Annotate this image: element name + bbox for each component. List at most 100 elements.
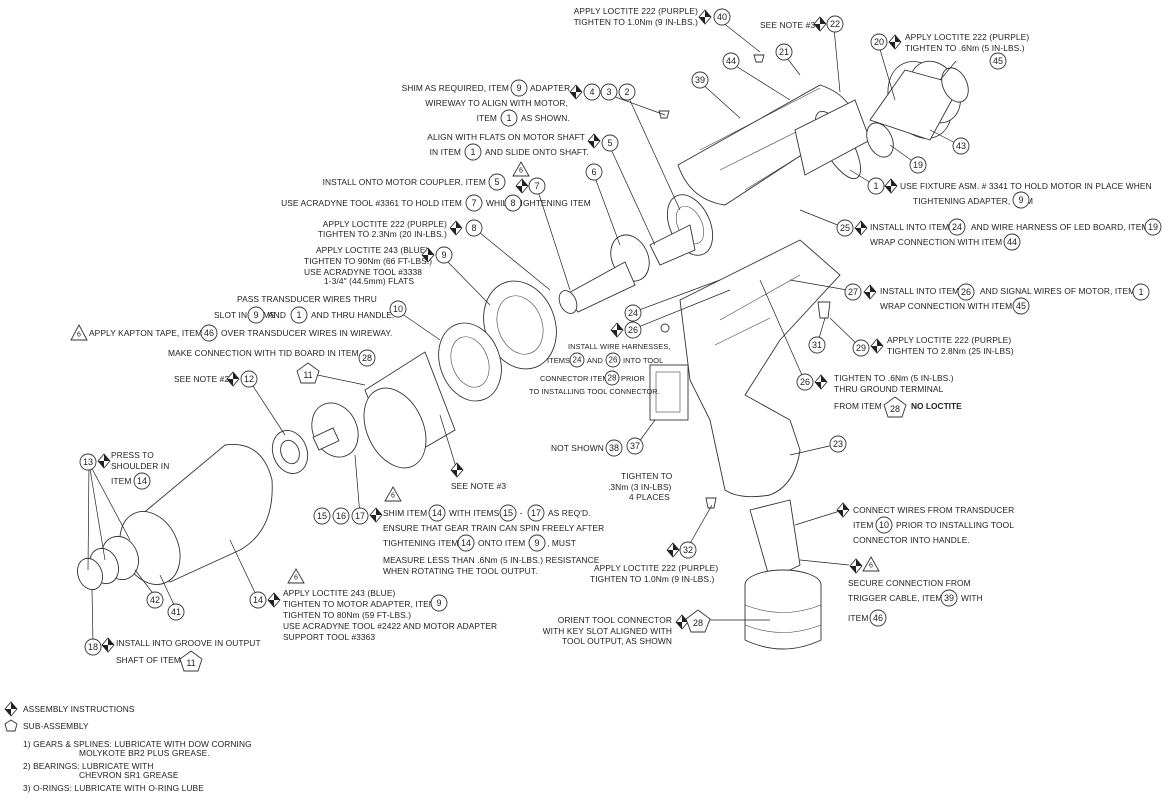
callout-31	[808, 336, 826, 354]
svg-text:4 PLACES: 4 PLACES	[629, 492, 670, 502]
note-25: 25 INSTALL INTO ITEM 24 AND WIRE HARNESS…	[836, 218, 1162, 251]
svg-text:APPLY LOCTITE 222 (PURPLE): APPLY LOCTITE 222 (PURPLE)	[887, 335, 1011, 345]
svg-text:INTO TOOL: INTO TOOL	[623, 356, 663, 365]
note-2-line-1: 2) BEARINGS: LUBRICATE WITH	[23, 761, 154, 771]
svg-text:9: 9	[253, 310, 258, 320]
legend-assembly-label: ASSEMBLY INSTRUCTIONS	[23, 704, 135, 714]
svg-text:SEE NOTE #2: SEE NOTE #2	[174, 374, 229, 384]
callout-25	[836, 219, 854, 237]
svg-text:PRESS TO: PRESS TO	[111, 450, 154, 460]
svg-text:6: 6	[869, 563, 873, 570]
svg-text:APPLY KAPTON TAPE, ITEM: APPLY KAPTON TAPE, ITEM	[89, 328, 202, 338]
svg-text:1-3/4" (44.5mm) FLATS: 1-3/4" (44.5mm) FLATS	[324, 276, 414, 286]
instruction-diamond-icon	[369, 507, 383, 523]
svg-text:TIGHTEN TO 90Nm (66 FT-LBS.): TIGHTEN TO 90Nm (66 FT-LBS.)	[304, 256, 432, 266]
note-39-line-1: APPLY LOCTITE 222 (PURPLE)	[574, 6, 698, 16]
callout-34	[952, 137, 970, 155]
svg-text:19: 19	[1148, 222, 1158, 232]
svg-text:8: 8	[510, 198, 515, 208]
note-18: 18 INSTALL INTO GROOVE IN OUTPUT SHAFT O…	[84, 637, 261, 672]
svg-text:40: 40	[717, 12, 727, 22]
svg-text:ITEMS: ITEMS	[547, 356, 570, 365]
svg-text:ITEM: ITEM	[848, 613, 868, 623]
svg-text:9: 9	[534, 538, 539, 548]
note-20-line-2: TIGHTEN TO .6Nm (5 IN-LBS.)	[905, 43, 1025, 53]
svg-text:5: 5	[607, 138, 612, 148]
svg-text:SLOT IN ITEMS: SLOT IN ITEMS	[214, 310, 276, 320]
callout-24	[624, 304, 642, 322]
svg-text:TIGHTEN TO 1.0Nm (9 IN-LBS.): TIGHTEN TO 1.0Nm (9 IN-LBS.)	[590, 574, 715, 584]
note-3-line-1: 3) O-RINGS: LUBRICATE WITH O-RING LUBE	[23, 783, 204, 793]
callout-6	[585, 163, 603, 181]
svg-text:FROM ITEM: FROM ITEM	[834, 401, 882, 411]
callout-13	[79, 453, 97, 471]
svg-text:INSTALL WIRE HARNESSES,: INSTALL WIRE HARNESSES,	[568, 342, 671, 351]
svg-text:24: 24	[952, 222, 962, 232]
svg-text:AS REQ'D.: AS REQ'D.	[548, 508, 591, 518]
tool-connector-drawing	[744, 499, 822, 650]
svg-text:9: 9	[516, 83, 521, 93]
svg-text:14: 14	[432, 508, 442, 518]
svg-text:TIGHTENING ADAPTER, ITEM: TIGHTENING ADAPTER, ITEM	[913, 196, 1033, 206]
svg-text:28: 28	[362, 353, 372, 363]
svg-text:14: 14	[253, 595, 263, 605]
screw-drawings	[658, 54, 831, 509]
svg-text:5: 5	[494, 177, 499, 187]
svg-text:32: 32	[683, 545, 693, 555]
instruction-diamond-icon	[587, 133, 601, 149]
svg-text:15: 15	[503, 508, 513, 518]
svg-text:APPLY LOCTITE 243 (BLUE): APPLY LOCTITE 243 (BLUE)	[316, 245, 429, 255]
instruction-diamond-icon	[813, 16, 827, 32]
svg-text:CONNECTOR INTO HANDLE.: CONNECTOR INTO HANDLE.	[853, 535, 970, 545]
svg-text:ITEM: ITEM	[111, 476, 131, 486]
callout-21	[775, 43, 793, 61]
motor-housing-drawing	[677, 84, 871, 206]
gear-housing-drawing	[438, 280, 557, 402]
svg-text:APPLY LOCTITE 222 (PURPLE): APPLY LOCTITE 222 (PURPLE)	[594, 563, 718, 573]
svg-text:WRAP CONNECTION WITH ITEM: WRAP CONNECTION WITH ITEM	[880, 301, 1012, 311]
note-10-connect: CONNECT WIRES FROM TRANSDUCER ITEM 10 PR…	[836, 502, 1014, 545]
svg-text:41: 41	[171, 607, 181, 617]
instruction-diamond-icon	[870, 338, 884, 354]
note-8: APPLY LOCTITE 222 (PURPLE) TIGHTEN TO 2.…	[318, 219, 483, 239]
output-housing-drawing	[77, 443, 273, 591]
svg-text:INSTALL ONTO MOTOR COUPLER, IT: INSTALL ONTO MOTOR COUPLER, ITEM	[323, 177, 486, 187]
svg-text:38: 38	[609, 443, 619, 453]
callout-14	[249, 591, 267, 609]
instruction-diamond-icon	[569, 84, 583, 100]
svg-text:AND THRU HANDLE.: AND THRU HANDLE.	[311, 310, 394, 320]
svg-text:28: 28	[693, 618, 703, 628]
instruction-diamond-icon	[888, 34, 902, 50]
svg-text:39: 39	[695, 75, 705, 85]
note-12: SEE NOTE #2 12	[174, 370, 258, 388]
svg-text:12: 12	[244, 374, 254, 384]
svg-text:1: 1	[873, 181, 878, 191]
instruction-diamond-icon	[836, 502, 850, 518]
svg-text:.3Nm (3 IN-LBS): .3Nm (3 IN-LBS)	[608, 482, 672, 492]
svg-text:45: 45	[993, 56, 1003, 66]
svg-text:42: 42	[150, 595, 160, 605]
svg-text:ADAPTER: ADAPTER	[530, 83, 570, 93]
svg-text:THRU GROUND TERMINAL: THRU GROUND TERMINAL	[834, 384, 944, 394]
note-1-line-2: MOLYKOTE BR2 PLUS GREASE.	[79, 748, 210, 758]
no-loctite-label: NO LOCTITE	[911, 401, 962, 411]
svg-text:TO INSTALLING TOOL CONNECTOR.: TO INSTALLING TOOL CONNECTOR.	[529, 387, 660, 396]
instruction-diamond-icon	[863, 284, 877, 300]
note-26: 26 TIGHTEN TO .6Nm (5 IN-LBS.) THRU GROU…	[796, 373, 962, 418]
assembly-instructions-icon	[4, 701, 18, 717]
svg-text:28: 28	[608, 374, 617, 383]
note-22: SEE NOTE #3 22	[760, 15, 844, 33]
svg-text:TIGHTENING ITEM: TIGHTENING ITEM	[383, 538, 458, 548]
svg-text:25: 25	[840, 223, 850, 233]
rear-cap-drawing	[866, 60, 969, 158]
svg-text:WHILE TIGHTENING ITEM: WHILE TIGHTENING ITEM	[486, 198, 591, 208]
svg-text:8: 8	[471, 223, 476, 233]
svg-text:7: 7	[471, 198, 476, 208]
svg-text:1: 1	[470, 147, 475, 157]
svg-text:SHAFT OF ITEM: SHAFT OF ITEM	[116, 655, 181, 665]
note-7: INSTALL ONTO MOTOR COUPLER, ITEM 5 6 7 U…	[281, 161, 591, 212]
svg-text:TRIGGER CABLE, ITEM: TRIGGER CABLE, ITEM	[848, 593, 943, 603]
callout-18	[84, 638, 102, 656]
note-17: 6 15 16 17 SHIM ITEM 14 WITH ITEMS 15 - …	[313, 486, 604, 576]
svg-text:18: 18	[88, 642, 98, 652]
